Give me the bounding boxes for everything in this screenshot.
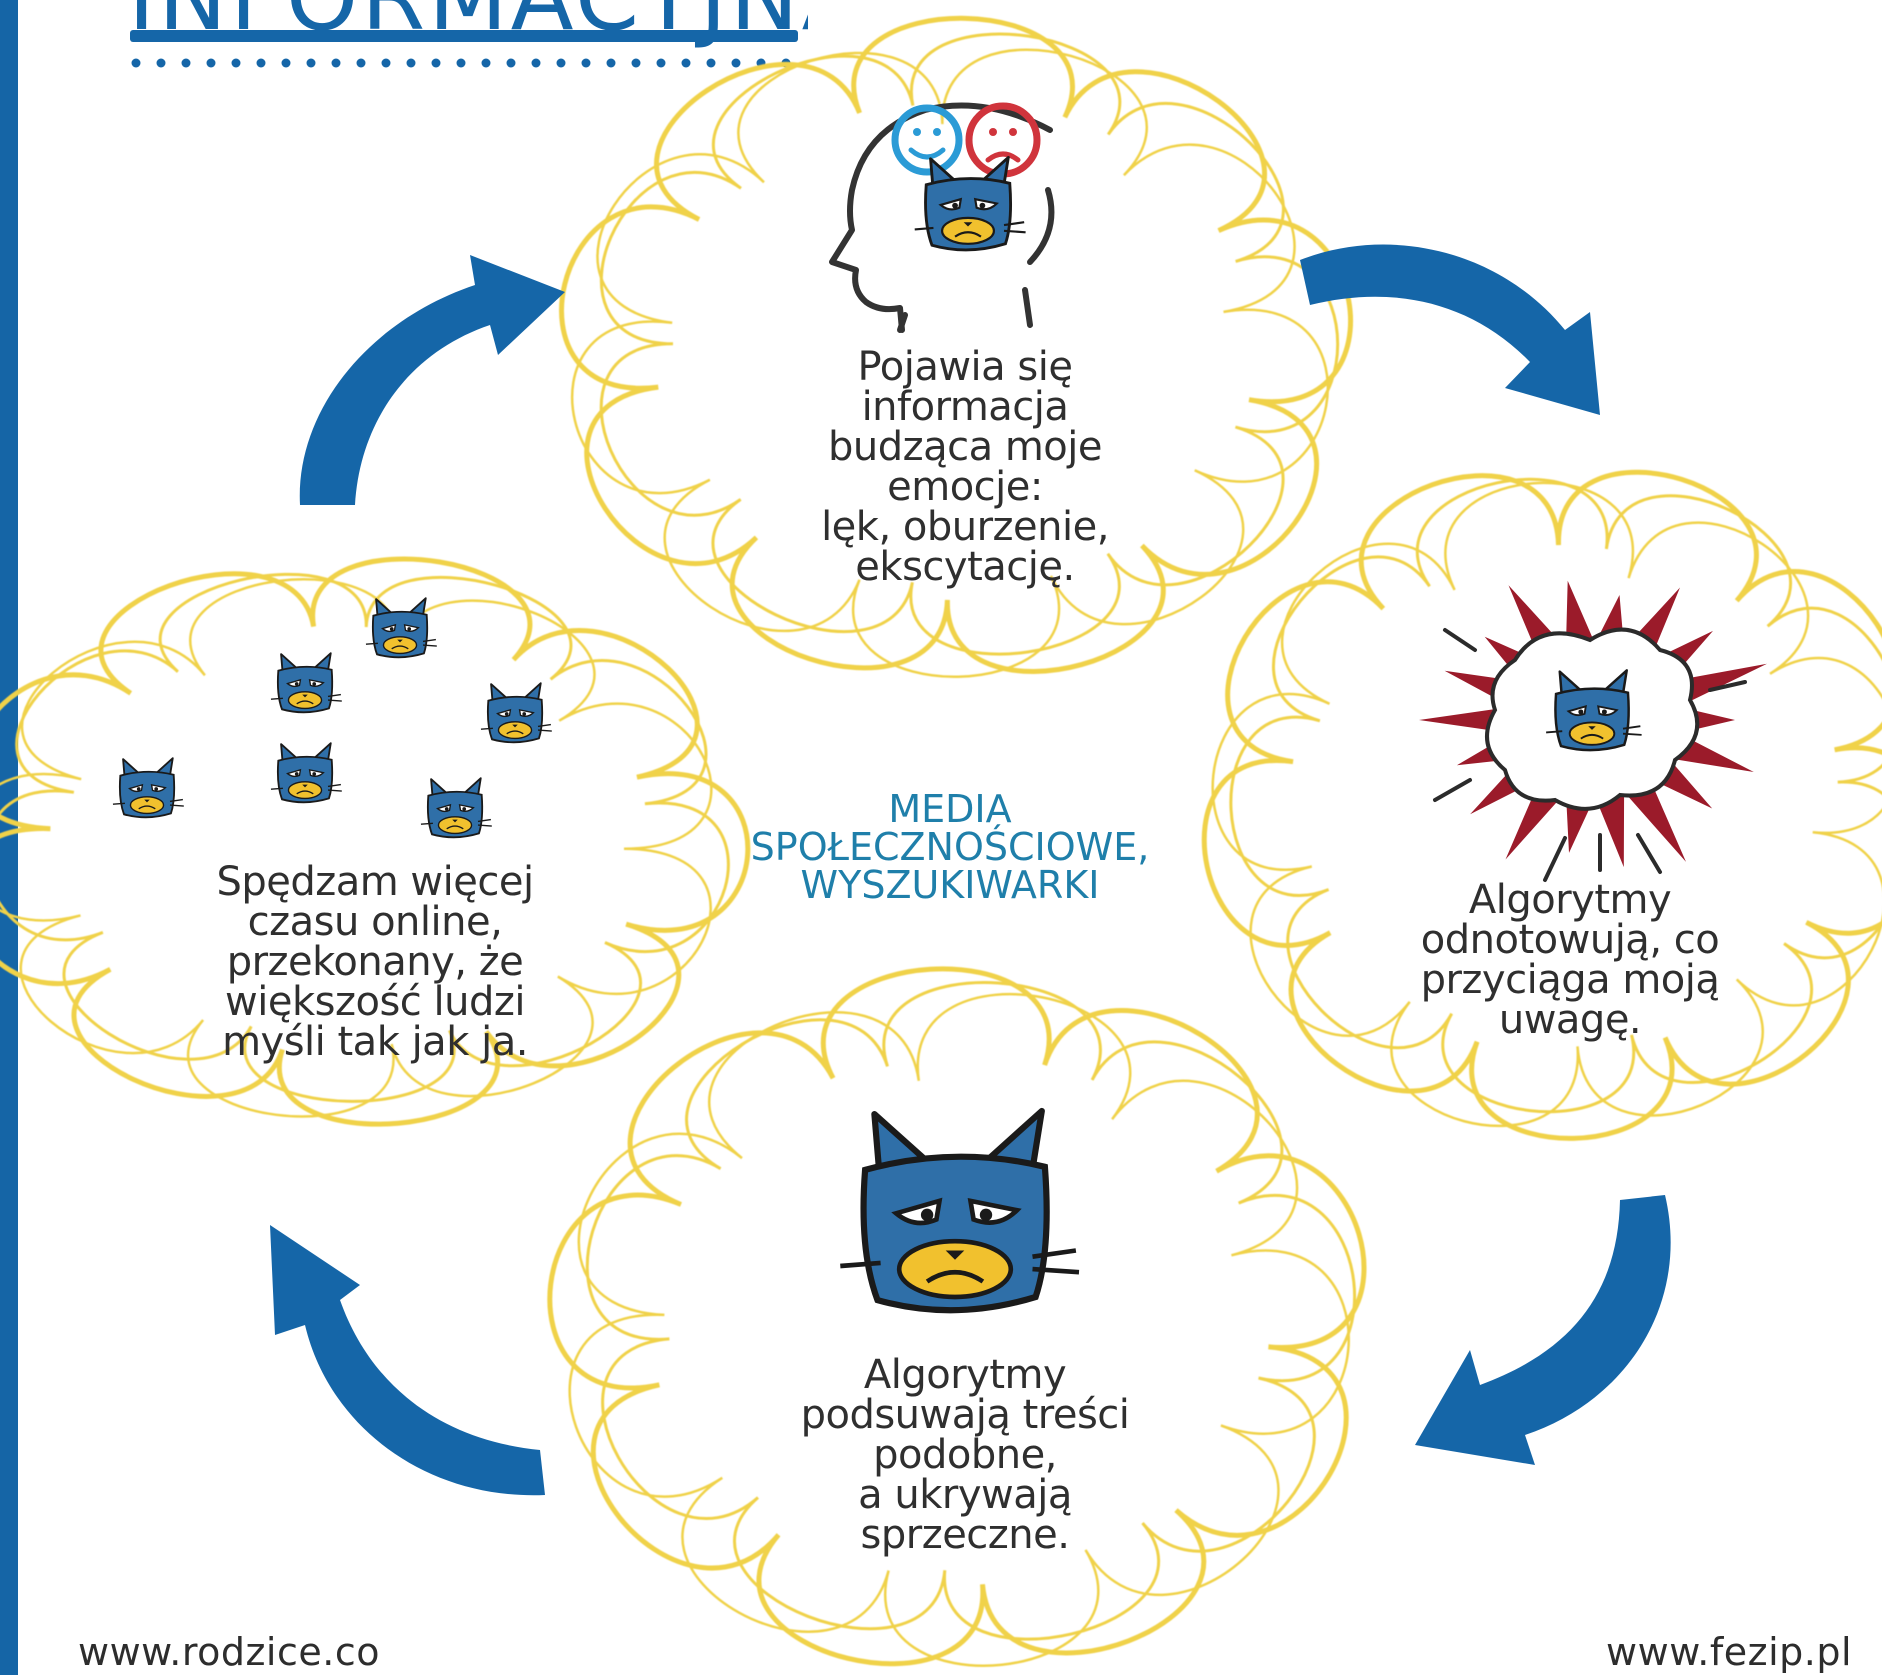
cloud-outline <box>0 578 713 1118</box>
center-label: MEDIA SPOŁECZNOŚCIOWE, WYSZUKIWARKI <box>750 787 1150 907</box>
cloud-outline <box>547 966 1367 1667</box>
title-underline <box>130 30 798 42</box>
cloud-outline <box>1201 469 1882 1141</box>
footer-left-url: www.rodzice.co <box>78 1630 380 1674</box>
cloud-outline <box>0 556 751 1127</box>
cloud-outline <box>0 572 730 1103</box>
cloud-outline <box>559 15 1354 674</box>
cloud-outline <box>571 48 1330 678</box>
cloud-outline <box>1211 481 1882 1127</box>
explosion-cat-icon <box>1419 580 1767 882</box>
cycle-arrow-icon <box>299 255 565 505</box>
step-1-text: Pojawia się informacja budząca moje emoc… <box>821 344 1109 590</box>
cloud-outline <box>1229 477 1882 1114</box>
step-2-text: Algorytmy odnotowują, co przyciąga moją … <box>1420 877 1720 1043</box>
cloud-outline <box>599 32 1340 656</box>
cycle-arrow-icon <box>270 1225 545 1496</box>
step-3-text: Algorytmy podsuwają treści podobne, a uk… <box>800 1352 1130 1558</box>
grumpy-cat-icon <box>840 1111 1079 1310</box>
left-accent-bar <box>0 0 18 1675</box>
cat-crowd-icon <box>112 597 553 839</box>
cycle-arrow-icon <box>1300 244 1600 415</box>
head-emotions-icon <box>829 102 1055 333</box>
step-4-text: Spędzam więcej czasu online, przekonany,… <box>216 859 534 1065</box>
title-dotted-rule <box>131 58 791 68</box>
cloud-outline <box>568 992 1351 1667</box>
cycle-arrow-icon <box>1415 1195 1671 1465</box>
footer-right-url: www.fezip.pl <box>1606 1630 1852 1674</box>
